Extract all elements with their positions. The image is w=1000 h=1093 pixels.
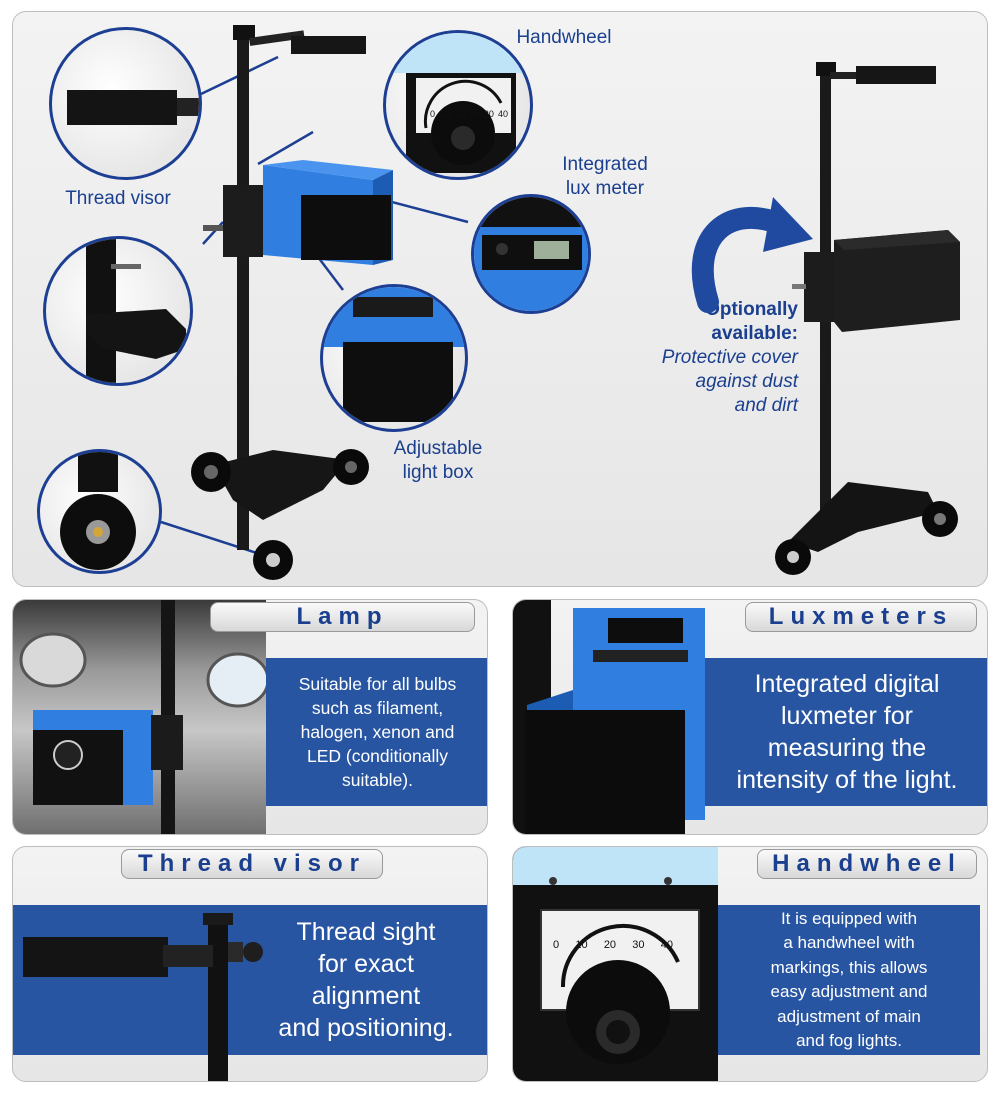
thread-visor-text-line: and positioning. (278, 1014, 454, 1042)
lamp-text-line: Suitable for all bulbs (298, 674, 457, 694)
handwheel-label: Handwheel (516, 27, 612, 48)
lamp-title: Lamp (210, 602, 475, 632)
handwheel-text-line: markings, this allows (770, 957, 928, 977)
cover-label-line1: Protective cover (661, 347, 798, 368)
handwheel-text-line: It is equipped with (780, 908, 918, 928)
dial-number: 10 (575, 939, 588, 951)
cover-label-line2: against dust (695, 371, 798, 392)
thread-visor-photo (23, 913, 263, 1081)
stand-with-protective-cover (775, 62, 960, 575)
lamp-text-line: halogen, xenon and (300, 722, 455, 742)
dial-number: 20 (603, 939, 617, 951)
dial-number: 1,2 (439, 109, 452, 119)
luxmeters-description: Integrated digital luxmeter for measurin… (705, 658, 987, 806)
handwheel-circle: 0 1,2 10 20 30 40 (383, 30, 533, 180)
lux-meter-label-line1: Integrated (562, 154, 648, 175)
dial-number: 30 (483, 109, 494, 119)
lux-meter-label-line2: lux meter (565, 178, 645, 199)
handwheel-text-line: and fog lights. (796, 1031, 902, 1050)
height-stop-circle (43, 236, 193, 386)
handwheel-text-line: easy adjustment and (770, 982, 928, 1001)
lamp-text-line: LED (conditionally (306, 746, 449, 766)
dial-number: 40 (497, 109, 508, 119)
dial-number: 40 (660, 939, 673, 951)
handwheel-panel: 0 10 20 30 40 Handwheel It is equipped w… (512, 846, 988, 1082)
overview-panel: 0 1,2 10 20 30 40 (12, 11, 988, 587)
thread-visor-text-line: Thread sight (296, 918, 436, 946)
thread-visor-label: Thread visor (65, 188, 171, 209)
handwheel-photo: 0 10 20 30 40 (513, 847, 718, 1081)
dial-number: 0 (430, 109, 436, 119)
dial-number: 10 (455, 109, 466, 119)
handwheel-title: Handwheel (757, 849, 977, 879)
thread-visor-description: Thread sight for exact alignment and pos… (13, 905, 487, 1055)
adjustable-light-box-label-line2: light box (402, 462, 474, 483)
handwheel-text-line: a handwheel with (783, 933, 915, 952)
luxmeters-title: Luxmeters (745, 602, 977, 632)
thread-visor-text-line: for exact (318, 950, 414, 978)
thread-visor-title: Thread visor (121, 849, 383, 879)
luxmeters-text-line: luxmeter for (781, 702, 913, 730)
cover-label-line3: and dirt (734, 395, 798, 416)
wheel-circle (37, 449, 162, 574)
lamp-text-line: such as filament, (311, 698, 444, 718)
lamp-description: Suitable for all bulbs such as filament,… (266, 658, 487, 806)
light-box-circle (320, 284, 468, 432)
thread-visor-circle (49, 27, 202, 180)
dial-number: 20 (469, 109, 480, 119)
optionally-label-line2: available: (711, 323, 798, 344)
lamp-photo (13, 600, 266, 834)
curved-arrow-icon (691, 197, 813, 313)
handwheel-dial-scale: 0 1,2 10 20 30 40 (430, 109, 508, 119)
optionally-label-line1: Optionally (705, 299, 798, 320)
handwheel-description: It is equipped with a handwheel with mar… (718, 905, 980, 1055)
lamp-text-line: suitable). (341, 770, 413, 790)
handwheel-text-line: adjustment of main (777, 1006, 921, 1026)
thread-visor-panel: Thread visor Thread sight for exact alig… (12, 846, 488, 1082)
luxmeters-text-line: intensity of the light. (736, 766, 958, 794)
luxmeters-text-line: Integrated digital (754, 670, 940, 698)
lamp-panel: Lamp Suitable for all bulbs such as fila… (12, 599, 488, 835)
adjustable-light-box-label-line1: Adjustable (393, 438, 483, 459)
luxmeters-text-line: measuring the (767, 734, 927, 762)
dial-number: 0 (553, 939, 560, 951)
thread-visor-text-line: alignment (311, 982, 421, 1010)
handwheel-dial-scale-detail: 0 10 20 30 40 (553, 939, 673, 951)
lux-meter-circle (471, 194, 591, 314)
dial-number: 30 (632, 939, 645, 951)
luxmeter-photo (513, 600, 718, 834)
headlight-tester-stand (191, 25, 393, 580)
luxmeters-panel: Luxmeters Integrated digital luxmeter fo… (512, 599, 988, 835)
